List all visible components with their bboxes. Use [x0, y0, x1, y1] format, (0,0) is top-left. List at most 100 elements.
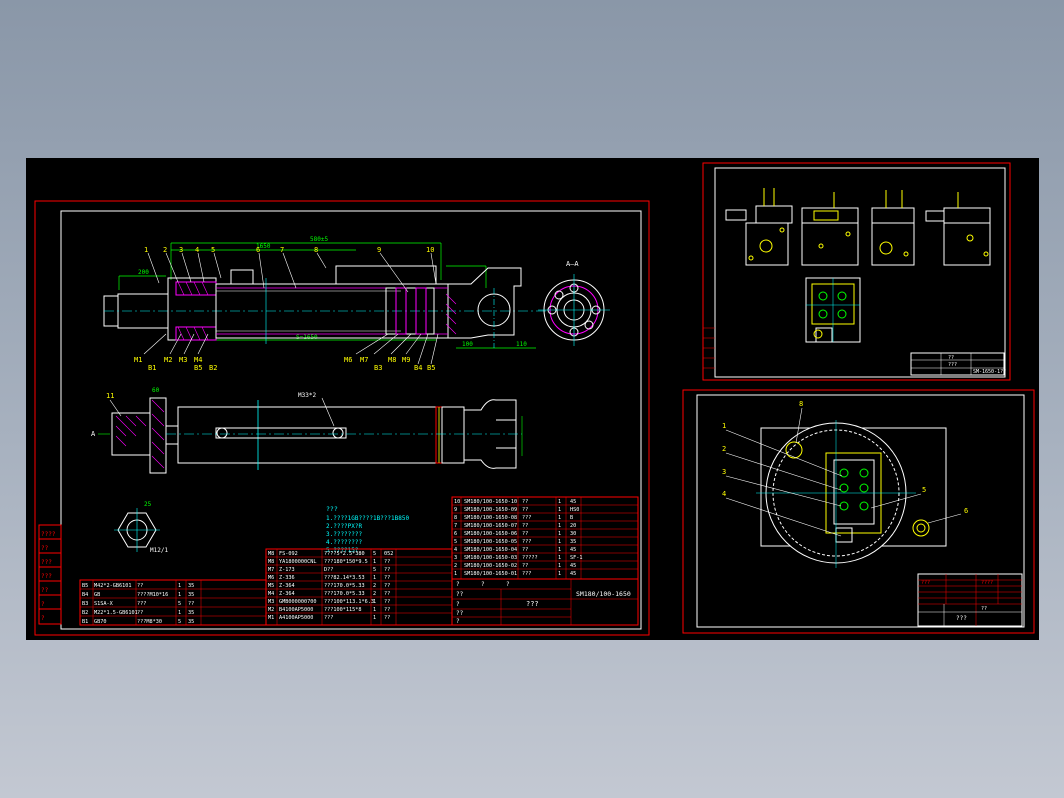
rb-inner-border	[696, 394, 1025, 628]
balloon-7: 7	[280, 246, 284, 254]
parts-list-cell: 2	[454, 563, 457, 569]
std-list-cell: 1	[178, 610, 181, 616]
seals-list-cell: ???100*113.1*6.3	[324, 599, 374, 605]
parts-list-cell: ??	[522, 547, 528, 553]
balloon-b5b: B5	[427, 364, 435, 372]
std-list-cell: ???M8*30	[137, 619, 162, 625]
balloon-m6: M6	[344, 356, 352, 364]
dim-60: 60	[152, 387, 160, 394]
seals-list-cell: 1	[373, 615, 376, 621]
parts-list-cell: 3	[454, 555, 457, 561]
parts-list-cell: SM180/100-1650-05	[464, 539, 517, 545]
seals-list-cell: M3	[268, 599, 274, 605]
right-top-sheet: ?? ??? SM-1650-1??	[702, 162, 1011, 381]
seals-list-cell: M7	[268, 567, 274, 573]
rb-outer-frame	[682, 389, 1035, 634]
balloon-10: 10	[426, 246, 434, 254]
seals-list-cell: ??	[384, 583, 390, 589]
balloon-b4: B4	[414, 364, 422, 372]
parts-list-cell: 35	[570, 539, 576, 545]
rt-title-block: ?? ??? SM-1650-1??	[910, 352, 1006, 376]
std-list-cell: M42*2-GB6101	[94, 583, 131, 589]
std-list-cell: 35	[188, 592, 194, 598]
technical-notes: ??? 1.????1GB????1B???1B850 2.????PX?R 3…	[326, 505, 409, 554]
seals-list-cell: 1	[373, 559, 376, 565]
side-strip-2: ???	[41, 559, 52, 566]
std-list-cell: ??	[137, 583, 143, 589]
rb-balloon-6: 6	[964, 507, 968, 515]
parts-list-cell: ??	[522, 507, 528, 513]
note-2: 2.????PX?R	[326, 523, 363, 530]
dim-stroke: 580±5	[310, 236, 328, 243]
rb-block-0: ???	[956, 615, 967, 622]
rt-title-code: SM-1650-1??	[973, 369, 1006, 375]
cylinder-section-view: 580±5 1650 200 S=1650 110 100	[103, 236, 546, 372]
title-mark-2: ?	[506, 581, 510, 588]
std-list-cell: B4	[82, 592, 88, 598]
parts-list-cell: 1	[454, 571, 457, 577]
balloon-m1: M1	[134, 356, 142, 364]
dim-eye2: 100	[462, 341, 473, 348]
balloon-6: 6	[256, 246, 260, 254]
notes-title: ???	[326, 505, 338, 513]
seals-list-cell: ??	[384, 615, 390, 621]
parts-list-cell: 1	[558, 515, 561, 521]
rt-block-1: ???	[948, 362, 957, 368]
std-list-cell: ??	[188, 601, 194, 607]
parts-list-cell: 45	[570, 499, 576, 505]
seals-list-cell: 2	[373, 583, 376, 589]
parts-list-cell: ???	[522, 571, 531, 577]
parts-list-cell: ?????	[522, 555, 538, 561]
parts-list-cell: 1	[558, 571, 561, 577]
parts-list-cell: 1	[558, 539, 561, 545]
note-1: 1.????1GB????1B???1B850	[326, 515, 409, 522]
parts-list-cell: 1	[558, 499, 561, 505]
parts-list-cell: 7	[454, 523, 457, 529]
rb-balloon-3: 3	[722, 468, 726, 476]
std-list-cell: ??	[137, 610, 143, 616]
title-mark-3: ??	[456, 591, 464, 598]
seals-list-cell: M5	[268, 583, 274, 589]
parts-list-cell: 10	[454, 499, 460, 505]
note-5: 5.????15?	[326, 547, 359, 554]
rb-balloon-4: 4	[722, 490, 726, 498]
parts-list-cell: 45	[570, 563, 576, 569]
parts-list-cell: SM180/100-1650-09	[464, 507, 517, 513]
balloon-b5a: B5	[194, 364, 202, 372]
balloon-2: 2	[163, 246, 167, 254]
parts-list-cell: ??	[522, 523, 528, 529]
parts-list-cell: 1	[558, 523, 561, 529]
title-mark-4: ?	[456, 601, 460, 608]
balloon-1: 1	[144, 246, 148, 254]
seals-list-cell: M4	[268, 591, 274, 597]
rb-block-3: ???	[921, 580, 930, 586]
side-strip-4: ??	[41, 587, 49, 594]
balloon-b1: B1	[148, 364, 156, 372]
parts-list-cell: B	[570, 515, 573, 521]
parts-list-cell: 9	[454, 507, 457, 513]
seals-list-cell: ??	[384, 591, 390, 597]
rb-block-2: ????	[981, 580, 993, 586]
title-mark-1: ?	[481, 581, 485, 588]
parts-list-cell: 1	[558, 555, 561, 561]
note-4: 4.????????	[326, 539, 363, 546]
parts-list-cell: SM180/100-1650-04	[464, 547, 517, 553]
drawing-canvas[interactable]: ???? ?? ??? ??? ?? ? ? 580±5	[26, 158, 1039, 640]
parts-list-cell: 5	[454, 539, 457, 545]
seals-list-cell: ???170.0*5.33	[324, 591, 365, 597]
std-list-table	[79, 579, 267, 626]
parts-list-cell: ??	[522, 563, 528, 569]
cad-drawing: ???? ?? ??? ??? ?? ? ? 580±5	[34, 162, 1035, 636]
balloon-b3: B3	[374, 364, 382, 372]
seals-list-cell: Z-364	[279, 591, 295, 597]
std-list-cell: 35	[188, 610, 194, 616]
cylinder-outside-view: 11 60 A M33*2	[91, 387, 523, 474]
side-strip-6: ?	[41, 615, 45, 622]
parts-list-cell: ???	[522, 539, 531, 545]
title-mark-5: ??	[456, 610, 464, 617]
seals-list-cell: B4100AP5000	[279, 607, 313, 613]
balloon-9: 9	[377, 246, 381, 254]
